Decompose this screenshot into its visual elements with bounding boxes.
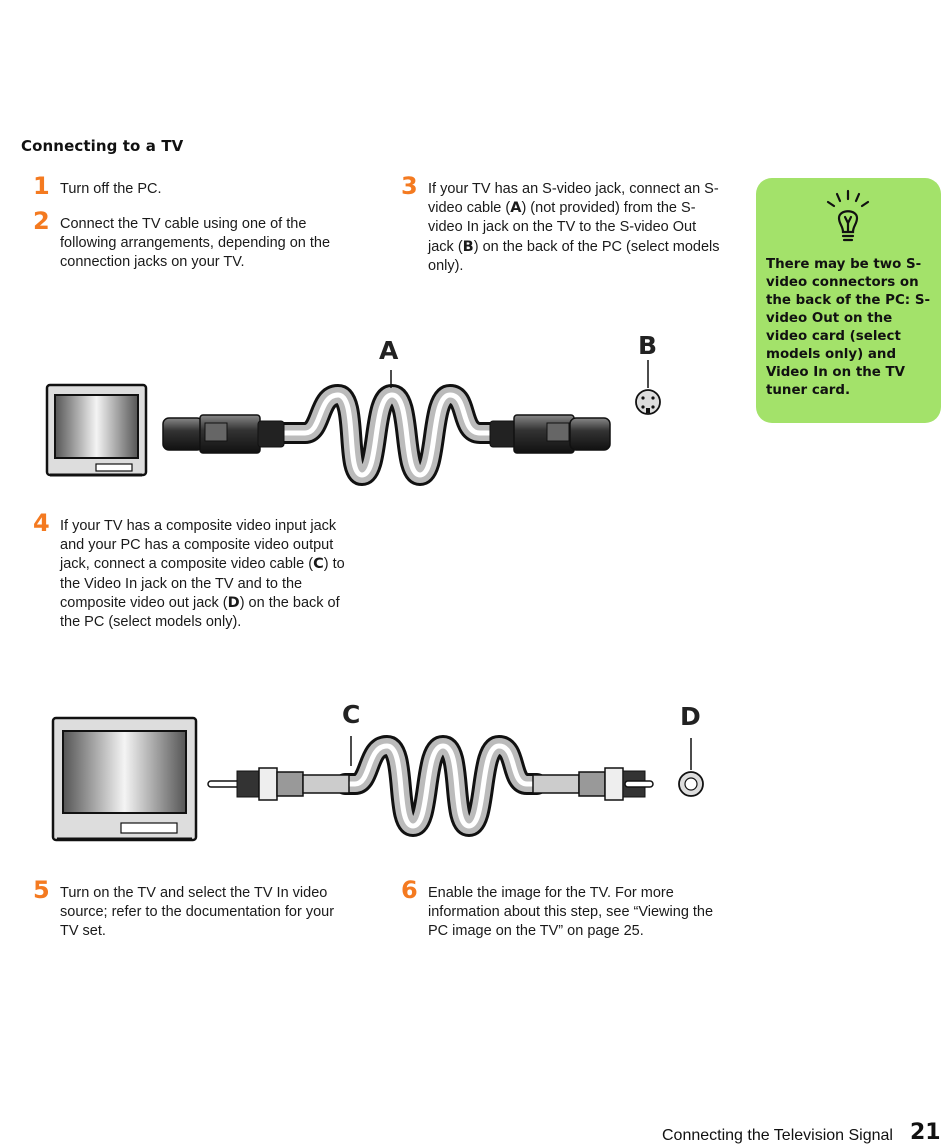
step-number: 5	[33, 876, 50, 904]
step-number: 2	[33, 207, 50, 235]
tip-box: There may be two S-video connectors on t…	[756, 178, 941, 423]
step-number: 6	[401, 876, 418, 904]
callout-a: A	[379, 336, 399, 365]
callout-b: B	[638, 331, 658, 360]
svideo-plug-right	[489, 414, 611, 454]
composite-cable	[334, 734, 548, 838]
step-text: Connect the TV cable using one of the fo…	[60, 216, 331, 271]
page-number: 21	[910, 1120, 941, 1145]
tv-icon	[51, 716, 198, 842]
composite-connection-figure	[51, 716, 704, 842]
callout-c: C	[342, 700, 361, 729]
tv-icon	[45, 383, 148, 477]
svideo-plug-left	[162, 414, 285, 454]
svideo-cable	[244, 383, 506, 487]
step-text: Turn on the TV and select the TV In vide…	[60, 885, 335, 940]
svideo-jack-icon	[635, 389, 661, 415]
step-number: 4	[33, 509, 50, 537]
tip-text: There may be two S-video connectors on t…	[766, 257, 931, 398]
step-text: If your TV has an S-video jack, connect …	[428, 181, 720, 274]
footer-title: Connecting the Television Signal	[662, 1127, 893, 1144]
step-number: 3	[401, 172, 418, 200]
step-number: 1	[33, 172, 50, 200]
rca-plug-right	[532, 767, 654, 801]
step-text: Turn off the PC.	[60, 181, 162, 197]
rca-plug-left	[207, 767, 350, 801]
section-heading: Connecting to a TV	[21, 137, 184, 155]
lightbulb-icon	[826, 189, 870, 242]
svideo-connection-figure	[45, 360, 661, 487]
callout-d: D	[680, 702, 701, 731]
composite-jack-icon	[678, 771, 704, 797]
step-text: Enable the image for the TV. For more in…	[428, 885, 714, 940]
step-text: If your TV has a composite video input j…	[60, 518, 345, 631]
